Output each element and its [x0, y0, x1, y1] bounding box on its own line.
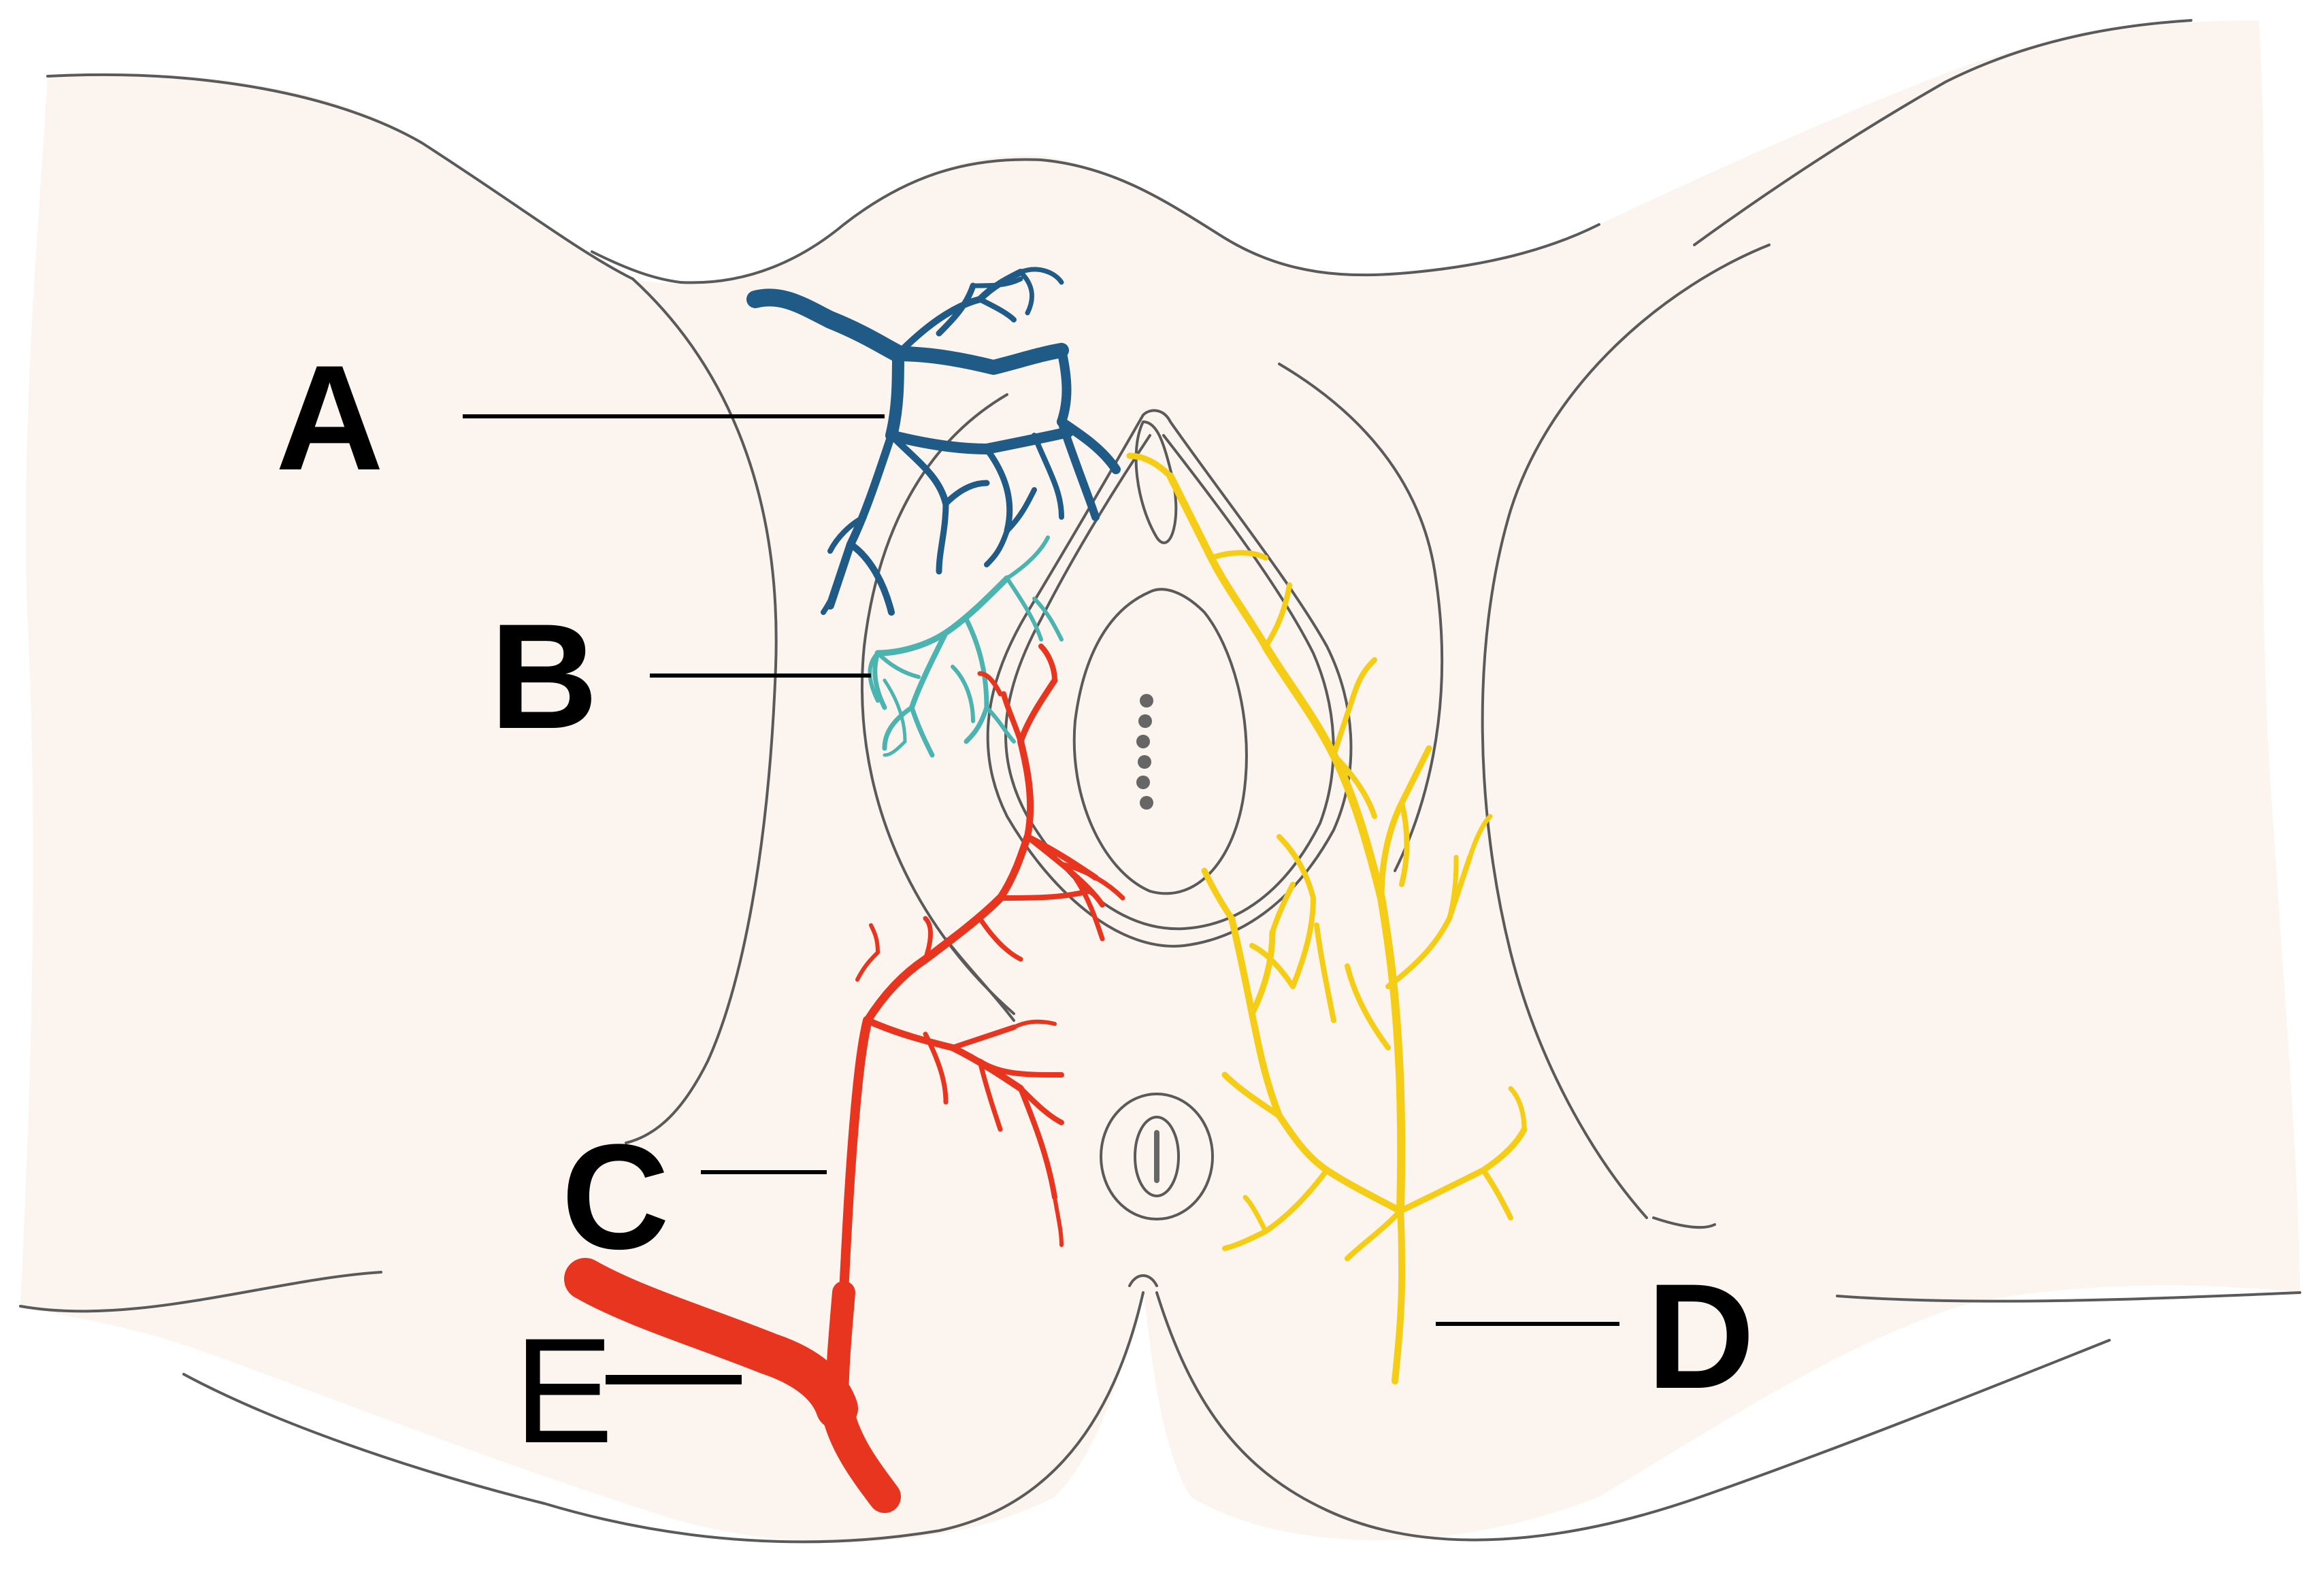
outline-mons: [591, 158, 1600, 284]
label-b: B: [490, 593, 598, 760]
introitus-dot-5: [1136, 776, 1150, 789]
outline-left-buttock: [182, 1291, 1145, 1544]
outline-left-thigh: [625, 278, 778, 1144]
outline-bottom-right: [1836, 1291, 2301, 1303]
outline-vestibule-mid: [1004, 434, 1335, 931]
anus-outer: [1100, 1093, 1214, 1220]
label-d: D: [1647, 1252, 1755, 1420]
outline-labia-left: [861, 393, 1015, 1015]
outline-gluteal-cleft: [1128, 1274, 1158, 1287]
introitus-dot-2: [1138, 714, 1152, 728]
outline-right-thigh: [1481, 244, 1771, 1219]
outline-vaginal-introitus: [1072, 588, 1248, 895]
introitus-dot-6: [1140, 796, 1153, 810]
outline-perineum-line: [944, 937, 1015, 1022]
vessel-a: [746, 267, 1121, 616]
labels: A B C D E: [276, 334, 1755, 1474]
leader-lines: [463, 414, 1619, 1384]
outline-clitoral-hood: [1134, 420, 1178, 544]
introitus-dot-4: [1138, 755, 1151, 769]
outline-bottom-left: [19, 1271, 382, 1313]
body-silhouette: [19, 19, 2301, 1544]
vessel-b: [868, 535, 1064, 758]
label-c: C: [561, 1113, 670, 1280]
outline-labia-right: [1278, 363, 1444, 872]
label-e: E: [514, 1307, 614, 1474]
introitus-dot-3: [1136, 735, 1150, 748]
nerve-d: [1126, 452, 1528, 1384]
outline-top-right: [1693, 19, 2192, 246]
vessel-c: [564, 644, 1125, 1513]
outline-vestibule-outer: [986, 409, 1353, 948]
anus-inner: [1134, 1116, 1180, 1197]
introitus-dot-1: [1140, 694, 1153, 708]
label-a: A: [276, 334, 384, 501]
outline-top-left: [46, 73, 634, 280]
outline-right-buttock: [1155, 1291, 2111, 1542]
outline-right-notch: [1652, 1216, 1716, 1229]
skin-area: [20, 20, 2300, 1542]
